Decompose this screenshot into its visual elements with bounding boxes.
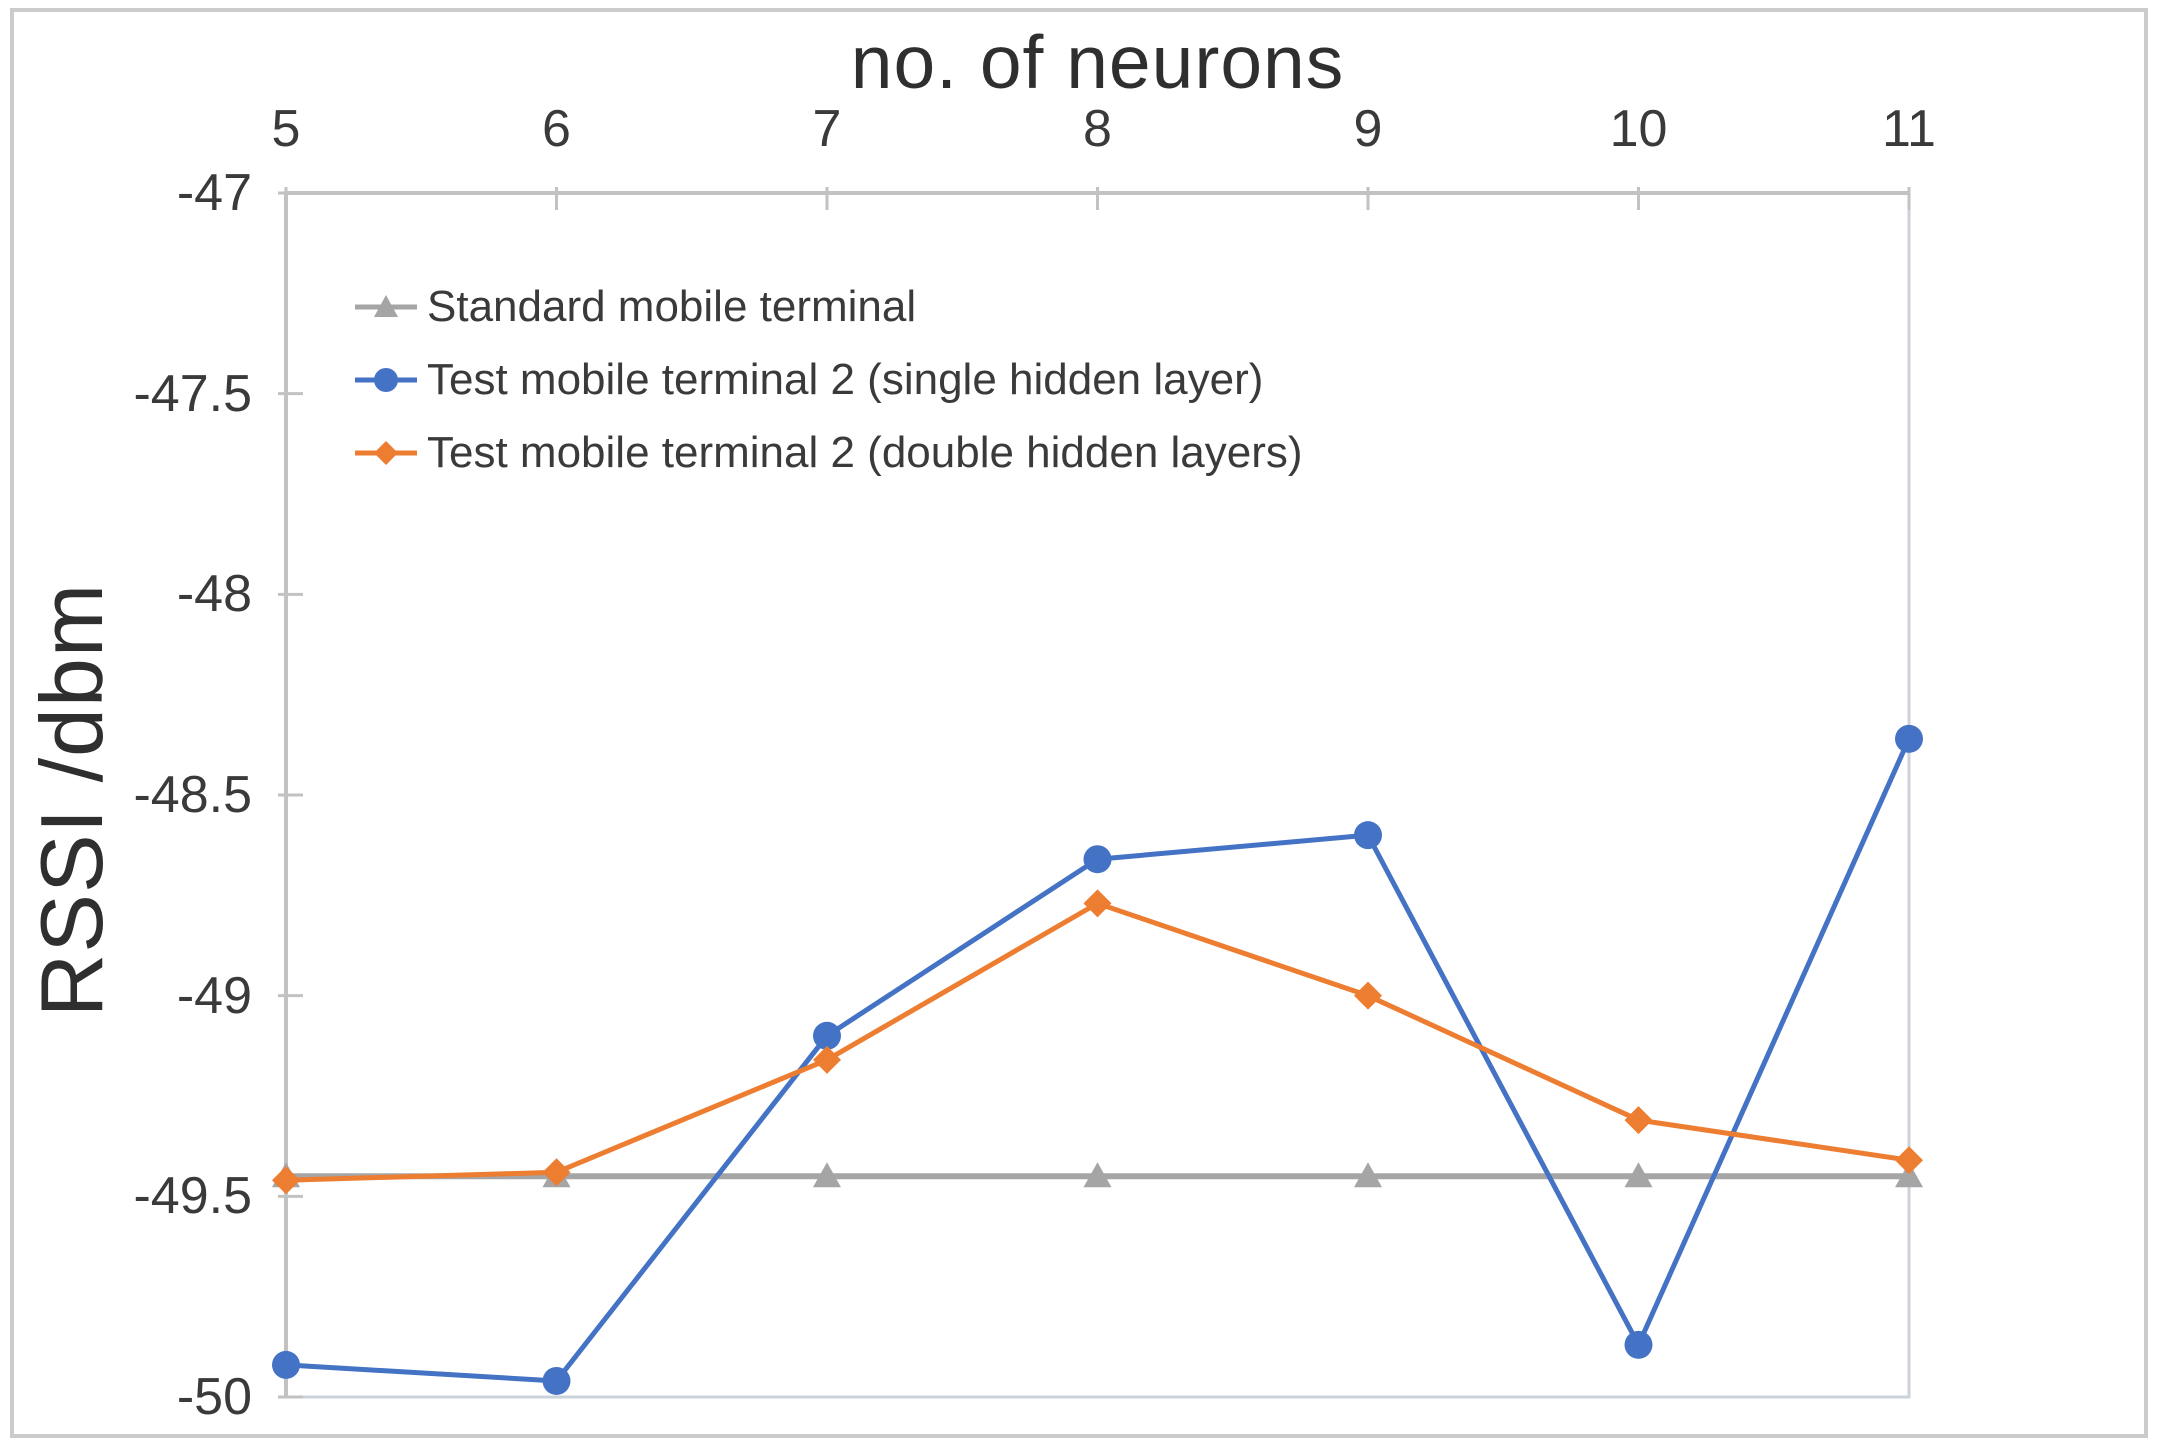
data-point-circle-icon (1624, 1330, 1653, 1359)
data-point-circle-icon (272, 1350, 300, 1379)
legend-item-double-hidden-layers: Test mobile terminal 2 (double hidden la… (353, 416, 1303, 489)
data-point-triangle-icon (1083, 1162, 1112, 1188)
legend-marker-circle-icon (374, 367, 398, 392)
legend-item-label: Test mobile terminal 2 (single hidden la… (427, 354, 1264, 404)
y-tick-label: -49.5 (133, 1167, 252, 1226)
x-axis-title: no. of neurons (850, 20, 1345, 104)
x-tick-label: 7 (812, 100, 842, 158)
data-point-triangle-icon (813, 1162, 841, 1188)
legend-item-label: Test mobile terminal 2 (double hidden la… (427, 427, 1303, 477)
legend-item-standard-mobile-terminal: Standard mobile terminal (353, 270, 1303, 343)
y-tick-label: -50 (176, 1368, 252, 1426)
data-point-triangle-icon (1624, 1162, 1653, 1188)
series-line (285, 900, 1910, 1183)
y-tick-label: -48 (176, 565, 252, 624)
data-point-circle-icon (1895, 724, 1923, 753)
data-point-triangle-icon (1895, 1162, 1923, 1188)
x-tick-label: 8 (1083, 100, 1112, 158)
x-tick-label: 6 (542, 100, 571, 158)
x-tick-label: 10 (1609, 100, 1668, 158)
x-tick-label: 5 (271, 100, 301, 158)
chart-legend: Standard mobile terminal Test mobile ter… (353, 270, 1303, 489)
y-tick-label: -47 (176, 164, 252, 222)
x-tick-label: 9 (1353, 100, 1383, 158)
data-point-circle-icon (1083, 845, 1112, 874)
legend-item-single-hidden-layer: Test mobile terminal 2 (single hidden la… (353, 343, 1303, 416)
data-point-diamond-icon (1895, 1146, 1923, 1175)
y-tick-label: -49 (176, 966, 252, 1025)
series-line (285, 737, 1912, 1384)
data-point-diamond-icon (813, 1045, 841, 1074)
data-point-diamond-icon (542, 1158, 571, 1187)
data-point-diamond-icon (1354, 981, 1382, 1010)
y-tick-label: -47.5 (133, 364, 252, 423)
data-point-diamond-icon (1624, 1106, 1653, 1135)
data-point-circle-icon (813, 1021, 841, 1050)
y-tick-label: -48.5 (133, 766, 252, 824)
data-point-triangle-icon (1354, 1162, 1382, 1188)
legend-marker-triangle-icon (374, 294, 398, 317)
data-point-circle-icon (1354, 821, 1382, 850)
data-point-diamond-icon (1083, 889, 1112, 918)
data-point-circle-icon (542, 1366, 571, 1395)
data-point-diamond-icon (272, 1166, 300, 1195)
legend-marker-diamond-icon (374, 440, 398, 465)
x-tick-label: 11 (1882, 100, 1936, 158)
legend-item-label: Standard mobile terminal (427, 281, 917, 331)
